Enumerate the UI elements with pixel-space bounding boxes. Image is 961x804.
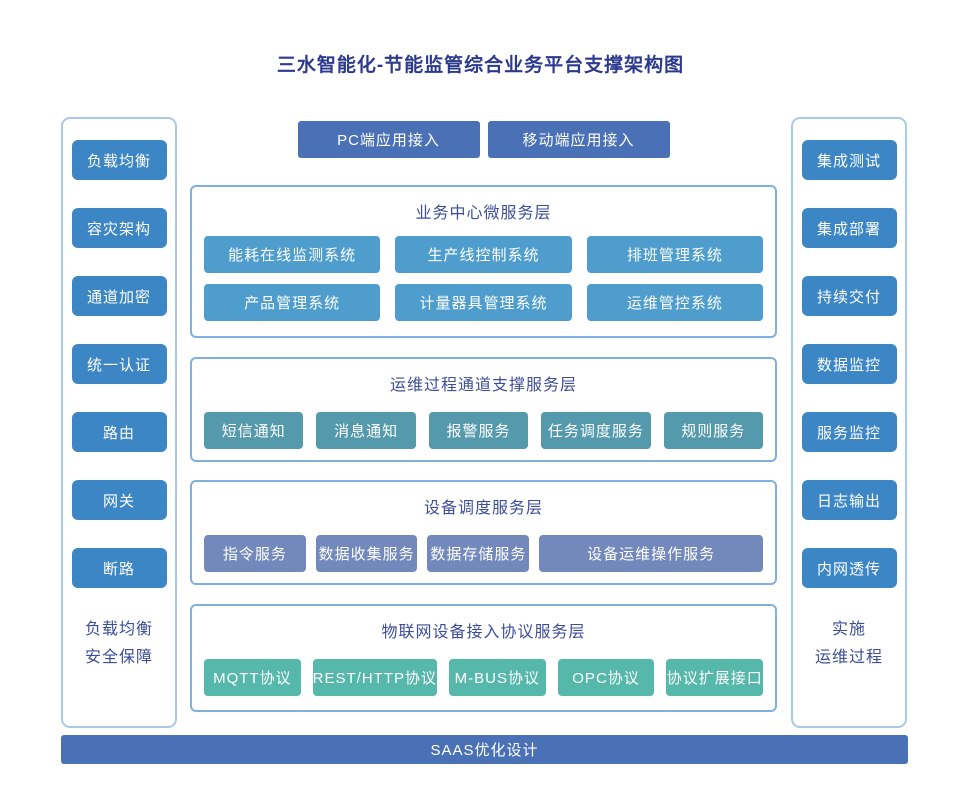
section-row: 短信通知消息通知报警服务任务调度服务规则服务 [204,412,763,449]
service-box: 数据收集服务 [315,535,418,572]
layer-section: 业务中心微服务层能耗在线监测系统生产线控制系统排班管理系统产品管理系统计量器具管… [190,185,777,338]
service-box: 规则服务 [663,412,763,449]
section-header: 物联网设备接入协议服务层 [381,624,586,641]
left-panel: 负载均衡容灾架构通道加密统一认证路由网关断路 负载均衡 安全保障 [61,117,177,728]
right-panel-footer-line: 运维过程 [814,649,883,666]
side-box: 服务监控 [801,412,897,452]
side-box: 路由 [71,412,167,452]
service-box: M-BUS协议 [449,659,546,696]
left-panel-footer-line: 负载均衡 [84,621,153,638]
service-box: 短信通知 [204,412,304,449]
service-box: 计量器具管理系统 [395,284,572,321]
section-row: 指令服务数据收集服务数据存储服务设备运维操作服务 [204,535,764,572]
side-box: 统一认证 [71,344,167,384]
service-box: 运维管控系统 [586,284,763,321]
top-access-row: PC端应用接入 移动端应用接入 [190,121,777,158]
right-panel-items: 集成测试集成部署持续交付数据监控服务监控日志输出内网透传 [793,140,905,588]
service-box: 设备运维操作服务 [539,535,764,572]
left-panel-footer: 负载均衡 安全保障 [63,616,175,672]
service-box: 任务调度服务 [541,412,651,449]
layer-section: 物联网设备接入协议服务层 MQTT协议 REST/HTTP协议 M-BUS协议 OPC协… [190,604,777,712]
side-box: 断路 [71,548,167,588]
side-box: 集成部署 [801,208,897,248]
section-header: 设备调度服务层 [423,500,543,517]
side-box: 负载均衡 [71,140,167,180]
side-box: 网关 [71,480,167,520]
service-box: 排班管理系统 [586,236,763,273]
section-header: 运维过程通道支撑服务层 [389,377,577,394]
service-box: 能耗在线监测系统 [204,236,381,273]
side-box: 内网透传 [801,548,897,588]
section-row: MQTT协议 REST/HTTP协议 M-BUS协议 OPC协议协议扩展接口 [204,659,764,696]
service-box: MQTT协议 [204,659,301,696]
layer-section: 运维过程通道支撑服务层短信通知消息通知报警服务任务调度服务规则服务 [190,357,777,462]
service-box: 消息通知 [316,412,416,449]
service-box: 协议扩展接口 [666,659,764,696]
section-header: 业务中心微服务层 [415,205,552,222]
diagram-title: 三水智能化-节能监管综合业务平台支撑架构图 [276,55,685,76]
left-panel-items: 负载均衡容灾架构通道加密统一认证路由网关断路 [63,140,175,588]
right-panel: 集成测试集成部署持续交付数据监控服务监控日志输出内网透传 实施 运维过程 [791,117,907,728]
left-panel-footer-line: 安全保障 [84,649,153,666]
saas-bottom-bar: SAAS优化设计 [61,735,908,764]
service-box: 数据存储服务 [427,535,530,572]
service-box: 产品管理系统 [204,284,381,321]
pc-access-box: PC端应用接入 [297,121,480,158]
service-box: 指令服务 [204,535,306,572]
side-box: 持续交付 [801,276,897,316]
side-box: 通道加密 [71,276,167,316]
side-box: 容灾架构 [71,208,167,248]
side-box: 集成测试 [801,140,897,180]
right-panel-footer-line: 实施 [831,621,866,638]
service-box: 生产线控制系统 [395,236,572,273]
section-row: 能耗在线监测系统生产线控制系统排班管理系统 [204,236,763,273]
mobile-access-box: 移动端应用接入 [487,121,670,158]
layer-section: 设备调度服务层指令服务数据收集服务数据存储服务设备运维操作服务 [190,480,777,585]
section-row: 产品管理系统计量器具管理系统运维管控系统 [204,284,763,321]
right-panel-footer: 实施 运维过程 [793,616,905,672]
service-box: OPC协议 [557,659,655,696]
side-box: 数据监控 [801,344,897,384]
side-box: 日志输出 [801,480,897,520]
service-box: REST/HTTP协议 [312,659,438,696]
service-box: 报警服务 [428,412,529,449]
